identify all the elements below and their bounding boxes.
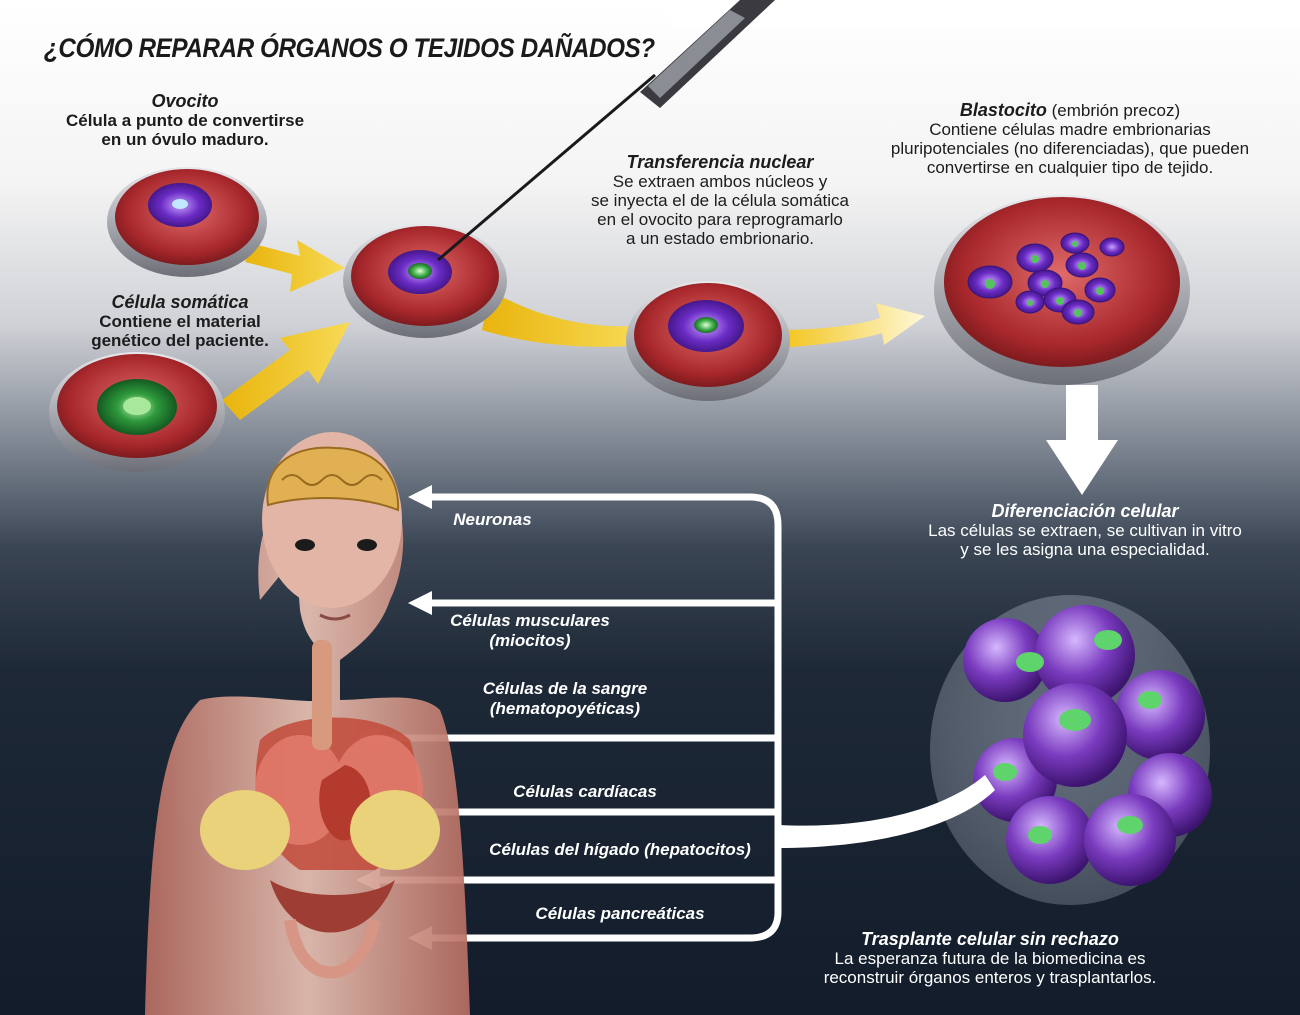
dish-somatica xyxy=(49,352,225,472)
human-figure xyxy=(145,432,470,1015)
output-sangre-line1: Células de la sangre xyxy=(482,679,648,698)
label-ovocito: Ovocito Célula a punto de convertirse en… xyxy=(60,91,310,150)
blastocito-line3: convertirse en cualquier tipo de tejido. xyxy=(926,158,1214,177)
output-sangre: Células de la sangre (hematopoyéticas) xyxy=(465,679,665,719)
somatica-title: Célula somática xyxy=(111,292,249,312)
arrow-ovocito xyxy=(245,240,345,292)
blastocito-line2: pluripotenciales (no diferenciadas), que… xyxy=(890,139,1250,158)
output-musculares-line2: (miocitos) xyxy=(489,631,571,650)
output-cardiacas-text: Células cardíacas xyxy=(513,782,657,801)
label-somatica: Célula somática Contiene el material gen… xyxy=(45,292,315,351)
somatica-line1: Contiene el material xyxy=(99,312,261,331)
output-pancreaticas: Células pancreáticas xyxy=(515,904,725,924)
cluster-stem xyxy=(778,775,995,848)
needle xyxy=(437,0,775,262)
output-higado: Células del hígado (hepatocitos) xyxy=(470,840,770,860)
diferenciacion-title: Diferenciación celular xyxy=(991,501,1179,521)
ovocito-line2: en un óvulo maduro. xyxy=(101,130,269,149)
arrow-somatica xyxy=(222,322,350,420)
label-blastocito: Blastocito (embrión precoz) Contiene cél… xyxy=(860,100,1280,178)
arrow-down xyxy=(1046,385,1118,495)
blastocito-line1: Contiene células madre embrionarias xyxy=(929,120,1211,139)
transferencia-title: Transferencia nuclear xyxy=(626,152,814,172)
dish-blastocito xyxy=(934,195,1190,385)
dish-ovocito xyxy=(107,167,267,277)
cell-cluster xyxy=(930,595,1212,905)
dish-reprogrammed xyxy=(626,281,790,401)
transferencia-line1: Se extraen ambos núcleos y xyxy=(612,172,828,191)
arrow-to-transfer xyxy=(482,290,640,347)
dish-transfer xyxy=(343,224,507,338)
label-transferencia: Transferencia nuclear Se extraen ambos n… xyxy=(560,152,880,249)
output-sangre-line2: (hematopoyéticas) xyxy=(489,699,641,718)
output-cardiacas: Células cardíacas xyxy=(495,782,675,802)
somatica-line2: genético del paciente. xyxy=(91,331,269,350)
label-diferenciacion: Diferenciación celular Las células se ex… xyxy=(880,501,1290,560)
blastocito-note: (embrión precoz) xyxy=(1051,101,1181,120)
transferencia-line2: se inyecta el de la célula somática xyxy=(591,191,849,210)
transferencia-line3: en el ovocito para reprogramarlo xyxy=(597,210,843,229)
output-musculares: Células musculares (miocitos) xyxy=(430,611,630,651)
ovocito-title: Ovocito xyxy=(151,91,219,111)
trasplante-line2: reconstruir órganos enteros y trasplanta… xyxy=(823,968,1157,987)
diferenciacion-line2: y se les asigna una especialidad. xyxy=(960,540,1210,559)
output-neuronas: Neuronas xyxy=(430,510,555,530)
ovocito-line1: Célula a punto de convertirse xyxy=(65,111,305,130)
page-title: ¿CÓMO REPARAR ÓRGANOS O TEJIDOS DAÑADOS? xyxy=(44,33,655,63)
label-trasplante: Trasplante celular sin rechazo La espera… xyxy=(770,929,1210,988)
blastocito-title: Blastocito xyxy=(959,100,1047,120)
output-musculares-line1: Células musculares xyxy=(450,611,610,630)
output-higado-text: Células del hígado (hepatocitos) xyxy=(489,840,751,859)
trasplante-title: Trasplante celular sin rechazo xyxy=(861,929,1119,949)
output-neuronas-text: Neuronas xyxy=(453,510,532,529)
output-pancreaticas-text: Células pancreáticas xyxy=(535,904,705,923)
diferenciacion-line1: Las células se extraen, se cultivan in v… xyxy=(928,521,1242,540)
trasplante-line1: La esperanza futura de la biomedicina es xyxy=(834,949,1146,968)
transferencia-line4: a un estado embrionario. xyxy=(625,229,815,248)
arrow-to-blastocito xyxy=(780,303,925,348)
